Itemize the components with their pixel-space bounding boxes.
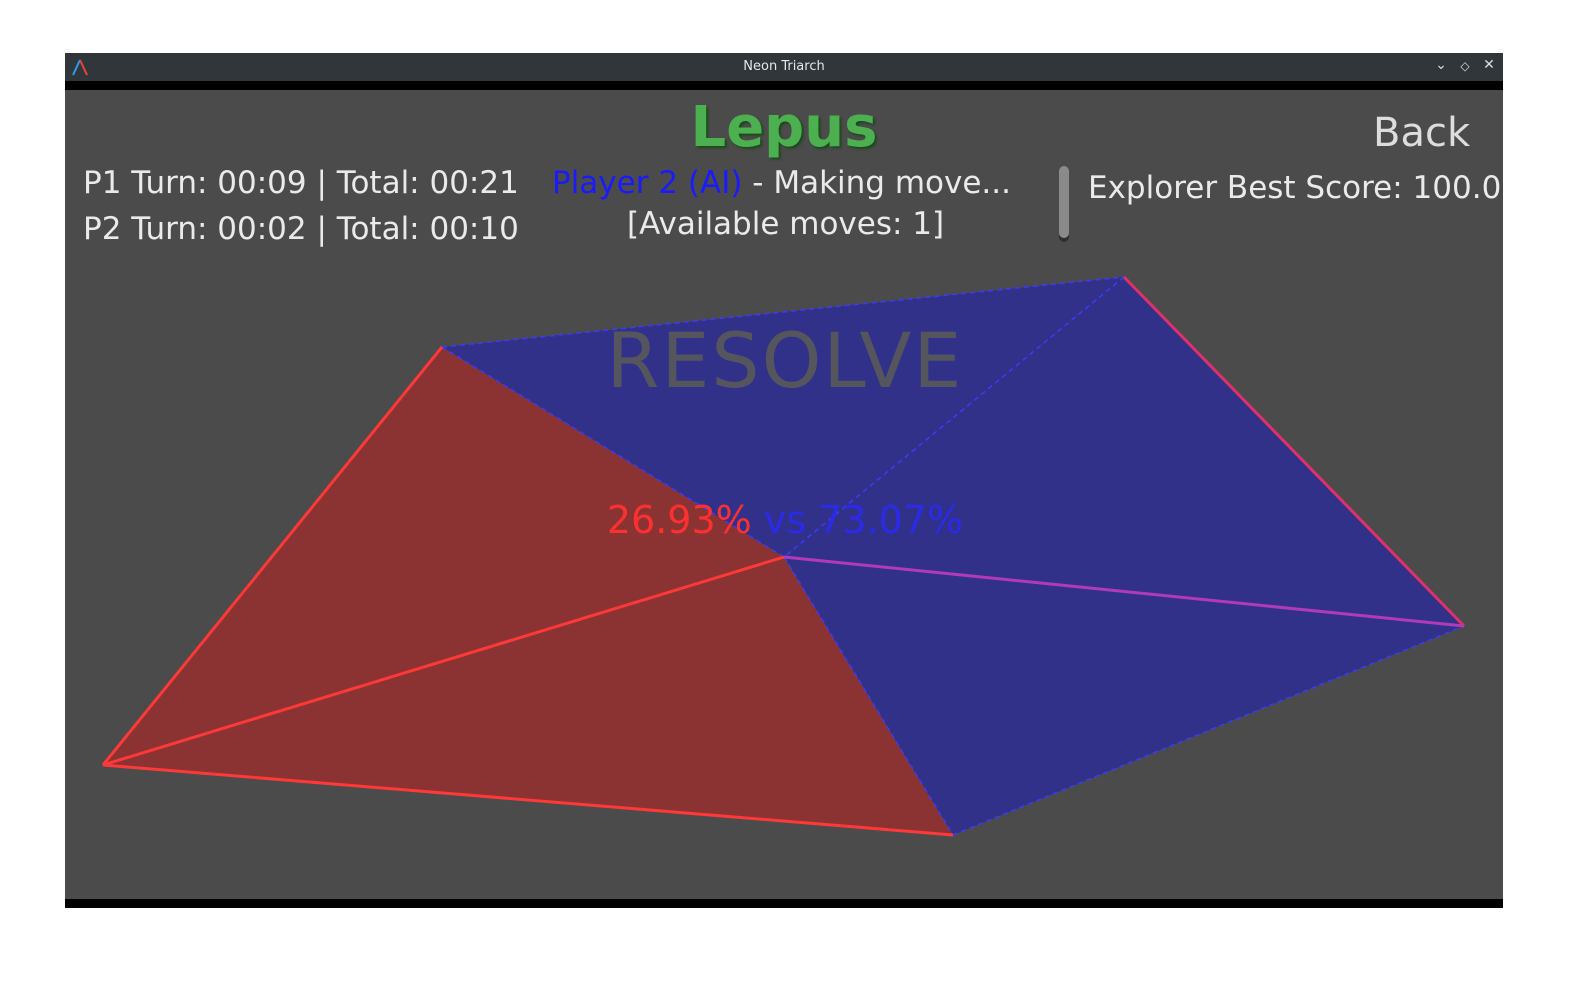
minimize-icon[interactable]: ⌄ (1435, 57, 1447, 73)
window-title: Neon Triarch (743, 59, 825, 74)
p2-timer: P2 Turn: 00:02 | Total: 00:10 (83, 211, 519, 247)
edge-solid (1122, 275, 1466, 628)
edge-dashed (952, 625, 1465, 836)
game-title: Lepus (690, 95, 878, 160)
vs-label: vs (751, 498, 819, 542)
app-logo-icon (72, 59, 88, 76)
title-bar: Neon Triarch ⌄ ◇ ✕ (65, 53, 1503, 81)
blue-triangle (442, 277, 1124, 557)
current-player: Player 2 (AI) (552, 165, 743, 201)
maximize-icon[interactable]: ◇ (1460, 59, 1470, 73)
game-board[interactable] (65, 90, 1503, 899)
edge-solid (102, 763, 954, 837)
p2-share: 73.07% (818, 498, 964, 542)
edge-dashed (783, 556, 954, 836)
close-icon[interactable]: ✕ (1483, 57, 1495, 73)
edge-solid (783, 555, 1465, 628)
score-share: 26.93% vs 73.07% (65, 498, 1503, 542)
resolve-overlay: RESOLVE (606, 316, 964, 405)
edge-dashed (441, 276, 1125, 348)
game-window: Neon Triarch ⌄ ◇ ✕ (65, 53, 1503, 908)
scrollbar[interactable] (1059, 166, 1069, 238)
game-area[interactable]: Lepus Back P1 Turn: 00:09 | Total: 00:21… (65, 90, 1503, 899)
edge-solid (101, 346, 444, 766)
p1-timer: P1 Turn: 00:09 | Total: 00:21 (83, 165, 519, 201)
edge-solid (102, 555, 785, 767)
p1-region (103, 347, 953, 835)
turn-status: Player 2 (AI) - Making move... (552, 165, 1011, 201)
available-moves: [Available moves: 1] (627, 206, 945, 242)
p2-region (442, 277, 1464, 835)
blue-triangle (784, 557, 1464, 835)
explorer-score: Explorer Best Score: 100.00 (1088, 170, 1503, 206)
edge-dashed (441, 346, 785, 558)
edge-dashed (783, 276, 1125, 558)
blue-triangle (784, 277, 1464, 626)
p1-share: 26.93% (606, 498, 752, 542)
status-text: - Making move... (742, 165, 1011, 201)
back-button[interactable]: Back (1373, 110, 1471, 156)
red-triangle (103, 347, 784, 765)
red-triangle (103, 557, 953, 835)
